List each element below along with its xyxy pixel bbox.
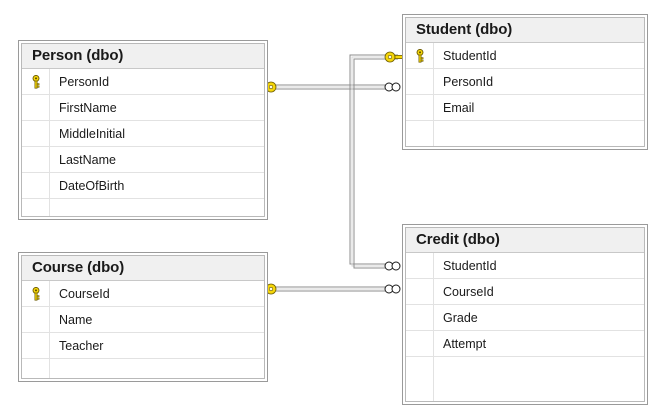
table-row-empty[interactable] bbox=[22, 359, 264, 378]
column-name: PersonId bbox=[59, 74, 110, 89]
table-person-columns: PersonId FirstName MiddleInitial LastNam… bbox=[22, 69, 264, 216]
table-credit-columns: StudentId CourseId Grade Attempt bbox=[406, 253, 644, 401]
table-row[interactable]: CourseId bbox=[22, 281, 264, 307]
primary-key-cell bbox=[22, 69, 50, 94]
column-name: Attempt bbox=[443, 336, 487, 351]
table-student[interactable]: Student (dbo) StudentId bbox=[402, 14, 648, 150]
table-row[interactable]: Grade bbox=[406, 305, 644, 331]
table-course-title: Course (dbo) bbox=[22, 256, 264, 281]
primary-key-cell bbox=[22, 95, 50, 120]
table-student-frame: Student (dbo) StudentId bbox=[405, 17, 645, 147]
relationship-student-credit[interactable] bbox=[349, 54, 398, 269]
column-name: PersonId bbox=[443, 74, 494, 89]
table-row-empty[interactable] bbox=[406, 121, 644, 146]
table-row[interactable]: DateOfBirth bbox=[22, 173, 264, 199]
column-name: StudentId bbox=[443, 258, 497, 273]
table-row[interactable]: MiddleInitial bbox=[22, 121, 264, 147]
table-row[interactable]: StudentId bbox=[406, 43, 644, 69]
primary-key-cell bbox=[406, 253, 434, 278]
table-row[interactable]: StudentId bbox=[406, 253, 644, 279]
key-icon bbox=[32, 74, 39, 89]
table-row[interactable]: FirstName bbox=[22, 95, 264, 121]
column-name: CourseId bbox=[59, 286, 110, 301]
table-credit-frame: Credit (dbo) StudentId CourseId Grade At… bbox=[405, 227, 645, 402]
key-icon bbox=[416, 48, 423, 63]
table-person[interactable]: Person (dbo) PersonId bbox=[18, 40, 268, 220]
table-row[interactable]: CourseId bbox=[406, 279, 644, 305]
primary-key-cell bbox=[22, 121, 50, 146]
table-person-title: Person (dbo) bbox=[22, 44, 264, 69]
table-row[interactable]: LastName bbox=[22, 147, 264, 173]
primary-key-cell bbox=[406, 357, 434, 401]
column-name: DateOfBirth bbox=[59, 178, 125, 193]
column-name: Teacher bbox=[59, 338, 104, 353]
primary-key-cell bbox=[22, 173, 50, 198]
primary-key-cell bbox=[406, 43, 434, 68]
primary-key-cell bbox=[406, 95, 434, 120]
primary-key-cell bbox=[22, 147, 50, 172]
relation-many-infinity-glyph-credit-student bbox=[384, 261, 401, 271]
primary-key-cell bbox=[22, 199, 50, 216]
primary-key-cell bbox=[22, 281, 50, 306]
table-course-columns: CourseId Name Teacher bbox=[22, 281, 264, 378]
table-person-frame: Person (dbo) PersonId bbox=[21, 43, 265, 217]
primary-key-cell bbox=[406, 121, 434, 146]
primary-key-cell bbox=[406, 331, 434, 356]
table-student-columns: StudentId PersonId Email bbox=[406, 43, 644, 146]
table-row[interactable]: PersonId bbox=[406, 69, 644, 95]
table-row[interactable]: Attempt bbox=[406, 331, 644, 357]
relationship-course-credit[interactable] bbox=[276, 286, 398, 292]
column-name: Email bbox=[443, 100, 475, 115]
relationship-person-student[interactable] bbox=[276, 84, 398, 90]
primary-key-cell bbox=[22, 359, 50, 378]
table-row[interactable]: Name bbox=[22, 307, 264, 333]
table-credit-title: Credit (dbo) bbox=[406, 228, 644, 253]
column-name: StudentId bbox=[443, 48, 497, 63]
primary-key-cell bbox=[406, 305, 434, 330]
table-course[interactable]: Course (dbo) CourseId bbox=[18, 252, 268, 382]
table-row[interactable]: Email bbox=[406, 95, 644, 121]
primary-key-cell bbox=[406, 279, 434, 304]
primary-key-cell bbox=[406, 69, 434, 94]
primary-key-cell bbox=[22, 307, 50, 332]
table-row[interactable]: Teacher bbox=[22, 333, 264, 359]
column-name: MiddleInitial bbox=[59, 126, 126, 141]
table-course-frame: Course (dbo) CourseId bbox=[21, 255, 265, 379]
table-student-title: Student (dbo) bbox=[406, 18, 644, 43]
column-name: CourseId bbox=[443, 284, 494, 299]
column-name: Grade bbox=[443, 310, 478, 325]
column-name: LastName bbox=[59, 152, 116, 167]
relation-many-infinity-glyph-credit-course bbox=[384, 284, 401, 294]
relation-many-infinity-glyph-student bbox=[384, 82, 401, 92]
table-row-empty[interactable] bbox=[406, 357, 644, 401]
table-row[interactable]: PersonId bbox=[22, 69, 264, 95]
column-name: Name bbox=[59, 312, 93, 327]
table-credit[interactable]: Credit (dbo) StudentId CourseId Grade At… bbox=[402, 224, 648, 405]
column-name: FirstName bbox=[59, 100, 117, 115]
key-icon bbox=[32, 286, 39, 301]
primary-key-cell bbox=[22, 333, 50, 358]
table-row-empty[interactable] bbox=[22, 199, 264, 216]
